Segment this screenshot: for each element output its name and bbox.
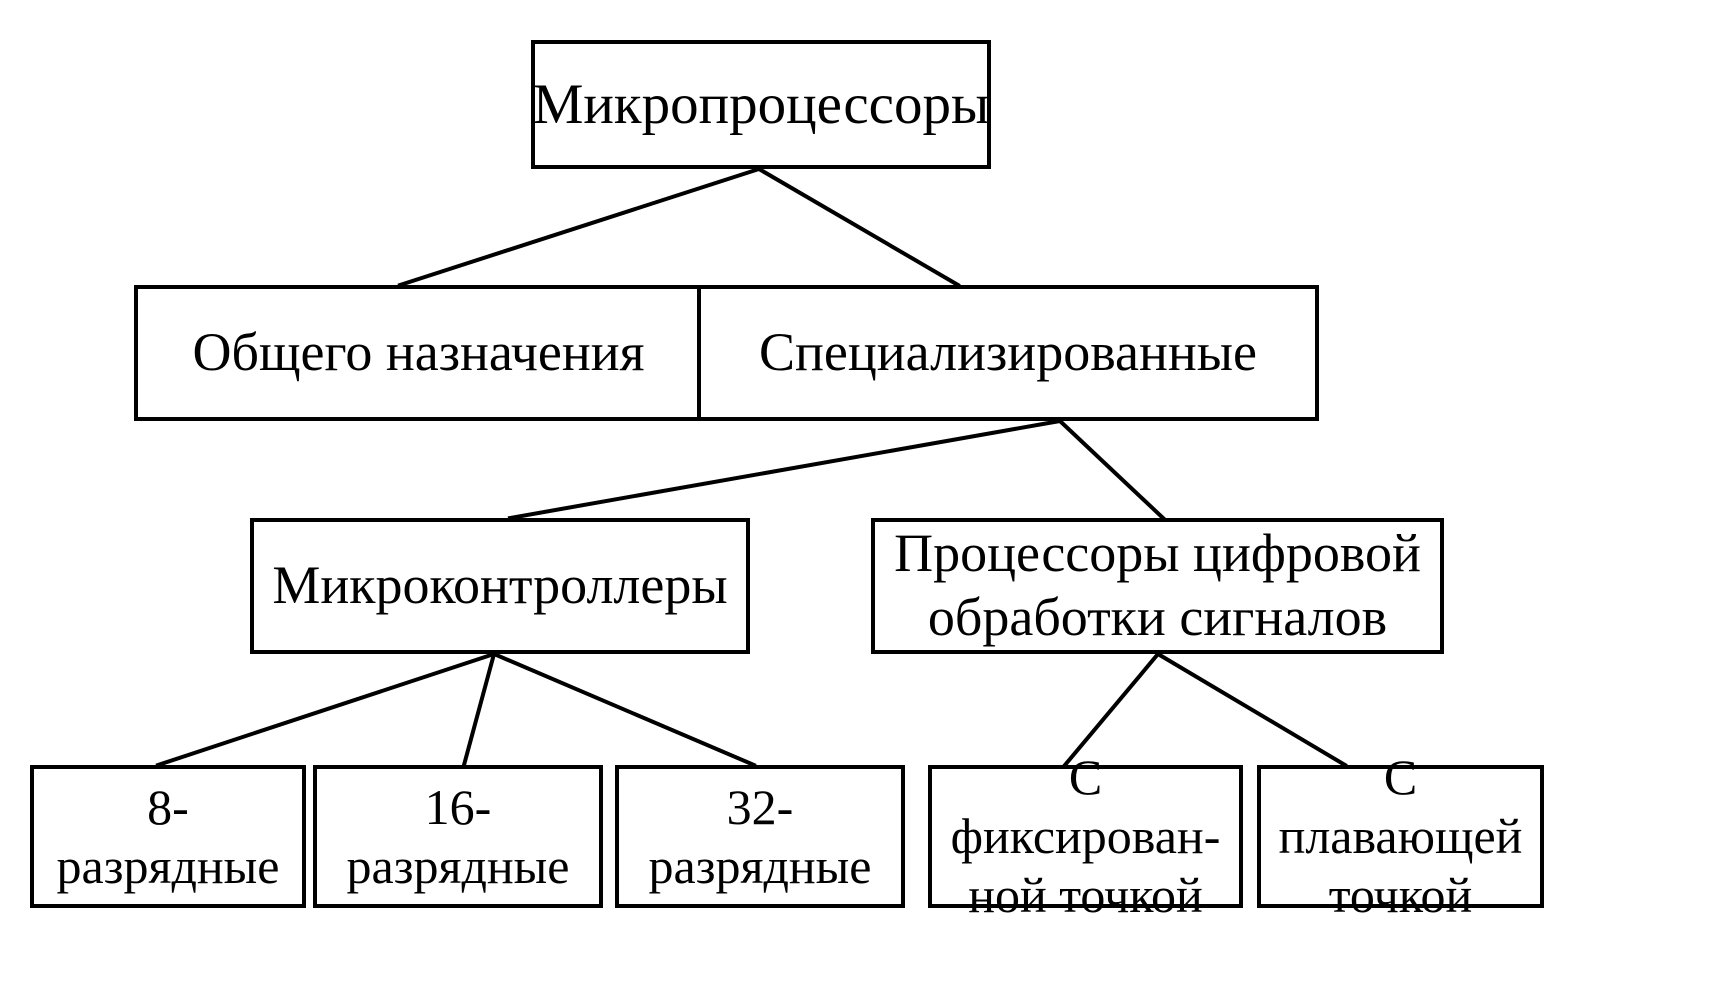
node-s-fiksirovannoy-tochkoy[interactable]: С фиксирован- ной точкой	[928, 749, 1243, 923]
node-mikrokontrollery[interactable]: Микроконтроллеры	[250, 518, 750, 654]
node-label: С фиксирован- ной точкой	[950, 749, 1221, 923]
edge-mikrokontrollery-to-32-razryadnye	[491, 651, 757, 768]
edge-mikrokontrollery-to-16-razryadnye	[461, 651, 497, 768]
node-label: С плавающей точкой	[1278, 749, 1523, 923]
node-8-razryadnye[interactable]: 8-разрядные	[30, 765, 306, 908]
node-32-razryadnye[interactable]: 32-разрядные	[615, 765, 905, 908]
node-label: 8-разрядные	[56, 778, 280, 894]
edge-mikrokontrollery-to-8-razryadnye	[155, 651, 497, 768]
node-specializirovannye[interactable]: Специализированные	[697, 285, 1319, 421]
edge-specializirovannye-to-processory-cifrovoy-obrabotki-signalov	[1057, 418, 1166, 521]
node-mikroprocessory[interactable]: Микропроцессоры	[531, 40, 991, 169]
node-label: 32-разрядные	[648, 778, 872, 894]
edge-mikroprocessory-to-specializirovannye	[756, 166, 961, 288]
node-label: Общего назначения	[192, 322, 645, 383]
node-s-plavayushchey-tochkoy[interactable]: С плавающей точкой	[1257, 749, 1544, 923]
node-label: Специализированные	[759, 322, 1257, 383]
node-label: Процессоры цифровой обработки сигналов	[894, 523, 1421, 647]
node-16-razryadnye[interactable]: 16-разрядные	[313, 765, 603, 908]
node-label: 16-разрядные	[346, 778, 570, 894]
node-processory-cifrovoy-obrabotki-signalov[interactable]: Процессоры цифровой обработки сигналов	[871, 518, 1444, 654]
edge-mikroprocessory-to-obshchego-naznacheniya	[397, 166, 762, 288]
node-label: Микроконтроллеры	[272, 555, 728, 616]
node-label: Микропроцессоры	[532, 72, 990, 136]
edge-specializirovannye-to-mikrokontrollery	[507, 418, 1063, 521]
node-obshchego-naznacheniya[interactable]: Общего назначения	[134, 285, 703, 421]
